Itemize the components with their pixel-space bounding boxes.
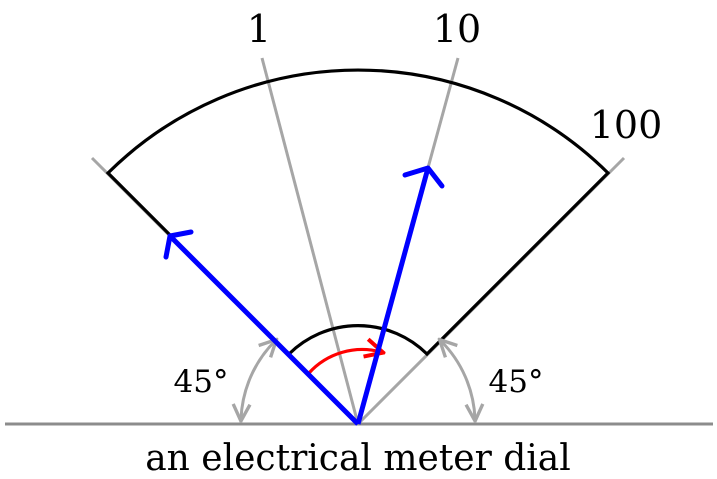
rotation-arrow (307, 350, 381, 375)
angle-label-right: 45° (489, 364, 544, 400)
caption: an electrical meter dial (145, 438, 571, 479)
scale-label-10: 10 (433, 7, 481, 51)
vector-left (163, 229, 360, 426)
angle-marker-left (241, 341, 275, 419)
angle-label-left: 45° (174, 364, 229, 400)
vector-right (355, 165, 445, 425)
angle-marker-right (441, 341, 475, 419)
scale-label-100: 100 (590, 103, 663, 147)
scale-label-1: 1 (247, 7, 271, 51)
dial-outline (105, 68, 611, 357)
tick-line-1 (260, 57, 360, 425)
